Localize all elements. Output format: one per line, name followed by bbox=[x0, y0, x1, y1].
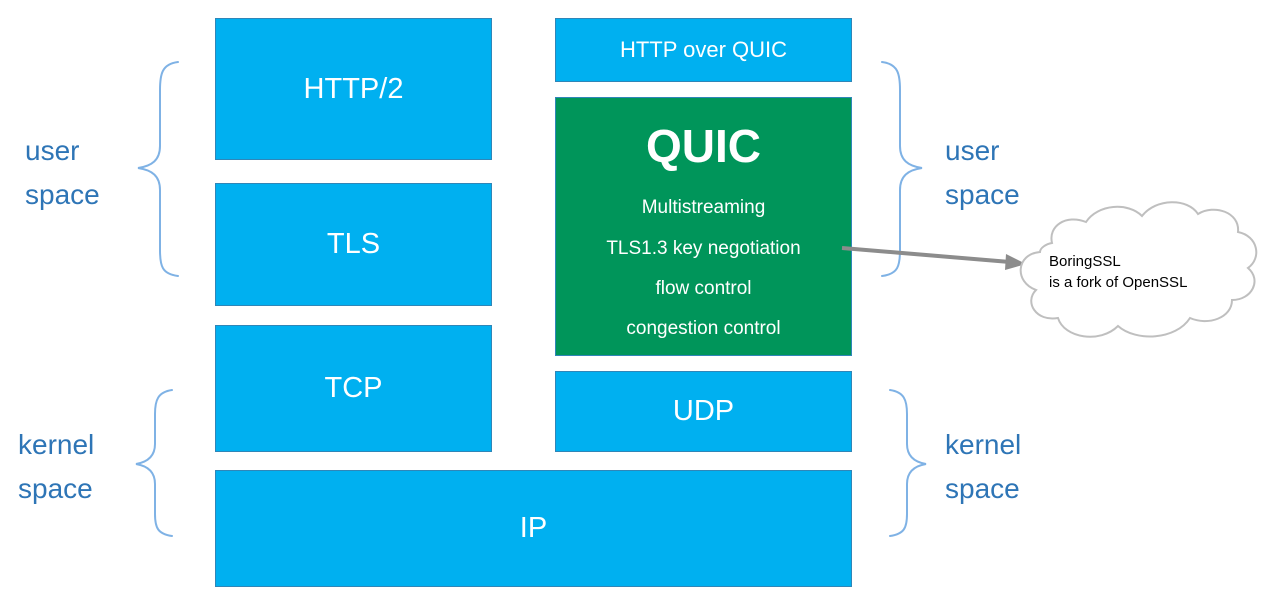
left-kernel-space-label: kernel space bbox=[18, 423, 94, 511]
right-kernel-brace bbox=[889, 389, 927, 537]
quic-feature-multistreaming: Multistreaming bbox=[641, 197, 766, 218]
left-user-label-line-2: space bbox=[25, 179, 100, 210]
ip-layer: IP bbox=[215, 470, 852, 587]
http-over-quic-layer: HTTP over QUIC bbox=[555, 18, 852, 82]
right-kernel-space-label: kernel space bbox=[945, 423, 1021, 511]
left-kernel-brace bbox=[135, 389, 173, 537]
left-user-label-line-1: user bbox=[25, 135, 80, 166]
left-user-brace bbox=[137, 61, 179, 277]
left-kernel-label-line-2: space bbox=[18, 473, 93, 504]
tcp-layer: TCP bbox=[215, 325, 492, 452]
quic-feature-flow-control: flow control bbox=[655, 278, 752, 299]
tls-layer: TLS bbox=[215, 183, 492, 306]
http2-label: HTTP/2 bbox=[303, 72, 404, 105]
callout-line-1: BoringSSL bbox=[1049, 253, 1121, 270]
quic-feature-tls-key-negotiation: TLS1.3 key negotiation bbox=[606, 238, 801, 259]
callout-arrow bbox=[841, 246, 1011, 264]
callout-arrow-head bbox=[1005, 254, 1026, 270]
quic-feature-congestion-control: congestion control bbox=[626, 318, 781, 339]
boringssl-callout: BoringSSL is a fork of OpenSSL bbox=[1049, 251, 1187, 293]
right-kernel-label-line-2: space bbox=[945, 473, 1020, 504]
right-user-space-label: user space bbox=[945, 129, 1020, 217]
right-user-brace bbox=[881, 61, 923, 277]
udp-layer: UDP bbox=[555, 371, 852, 452]
ip-label: IP bbox=[519, 512, 548, 544]
tls-label: TLS bbox=[326, 228, 381, 260]
tcp-label: TCP bbox=[324, 372, 383, 404]
right-user-label-line-1: user bbox=[945, 135, 1000, 166]
http2-layer: HTTP/2 bbox=[215, 18, 492, 160]
callout-line-2: is a fork of OpenSSL bbox=[1049, 274, 1188, 291]
right-user-label-line-2: space bbox=[945, 179, 1020, 210]
left-kernel-label-line-1: kernel bbox=[18, 429, 95, 460]
udp-label: UDP bbox=[672, 395, 735, 427]
right-kernel-label-line-1: kernel bbox=[945, 429, 1022, 460]
left-user-space-label: user space bbox=[25, 129, 100, 217]
quic-title: QUIC bbox=[646, 120, 761, 172]
http-over-quic-label: HTTP over QUIC bbox=[619, 37, 788, 62]
quic-layer: QUIC Multistreaming TLS1.3 key negotiati… bbox=[555, 97, 852, 356]
